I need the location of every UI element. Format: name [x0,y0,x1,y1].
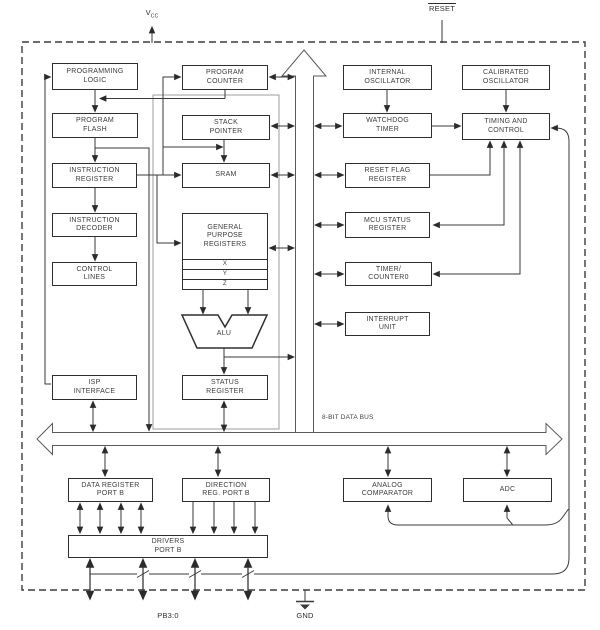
power-symbols [148,20,443,610]
block-program-counter: PROGRAM COUNTER [182,65,268,90]
block-direction-reg-portb: DIRECTION REG. PORT B [182,478,270,502]
block-reset-flag-register: RESET FLAG REGISTER [345,163,430,188]
adc-input-line [503,504,513,525]
block-data-register-portb: DATA REGISTER PORT B [68,478,153,502]
block-timing-and-control: TIMING AND CONTROL [462,113,550,140]
peripheral-connectors [383,90,524,278]
gpr-row-y: Y [183,269,267,279]
bus-right-arrows [313,122,345,328]
timing-control-to-pins-line [90,124,570,575]
block-instruction-decoder: INSTRUCTION DECODER [52,213,137,237]
block-programming-logic: PROGRAMMING LOGIC [52,63,138,90]
core-connectors [44,73,296,433]
block-timer-counter0: TIMER/ COUNTER0 [345,262,432,286]
resetflag-to-tc [430,140,494,176]
tc-to-mcustatus [432,140,508,229]
vcc-label: VCC [145,8,159,20]
block-control-lines: CONTROL LINES [52,262,137,286]
block-interrupt-unit: INTERRUPT UNIT [345,312,430,336]
alu-shape [180,314,269,349]
block-status-register: STATUS REGISTER [182,375,268,400]
reset-label: RESET [427,3,456,13]
portb-pins-label: PB3:0 [157,611,179,620]
block-general-purpose-registers: GENERAL PURPOSE REGISTERS X Y Z [182,213,268,290]
alu-label: ALU [216,330,232,337]
vertical-bus [280,49,328,435]
block-sram: SRAM [182,163,270,188]
analog-comparator-input-line [384,504,569,526]
to-program-counter [162,73,182,175]
data-bus-label: 8-BIT DATA BUS [322,414,374,421]
gpr-row-x: X [183,259,267,269]
flash-to-bus-line [95,147,153,432]
block-analog-comparator: ANALOG COMPARATOR [343,478,432,502]
block-mcu-status-register: MCU STATUS REGISTER [345,212,430,238]
block-stack-pointer: STACK POINTER [182,115,270,140]
gpr-row-z: Z [183,279,267,289]
block-watchdog-timer: WATCHDOG TIMER [343,113,432,138]
gnd-label: GND [296,611,314,620]
ground-symbol [296,590,314,610]
portb-connectors [76,502,259,535]
block-drivers-portb: DRIVERS PORT B [68,535,268,558]
horizontal-bus [36,422,563,456]
block-instruction-register: INSTRUCTION REGISTER [52,163,137,188]
analog-and-clock-routing [90,124,570,575]
block-adc: ADC [463,478,552,502]
block-isp-interface: ISP INTERFACE [52,375,137,400]
cpu-region-outline [152,94,280,430]
block-calibrated-oscillator: CALIBRATED OSCILLATOR [462,65,550,90]
vcc-subscript: CC [150,13,159,20]
bus-left-arrows [268,73,296,252]
tc-to-timer0 [432,140,524,278]
portb-pin-arrows [85,558,253,601]
chip-boundary [21,41,586,591]
ir-to-gpr [156,175,182,247]
isp-to-proglogic [44,73,52,385]
block-program-flash: PROGRAM FLASH [52,113,138,138]
block-internal-oscillator: INTERNAL OSCILLATOR [343,65,432,90]
bottom-bus-arrows [101,445,511,478]
